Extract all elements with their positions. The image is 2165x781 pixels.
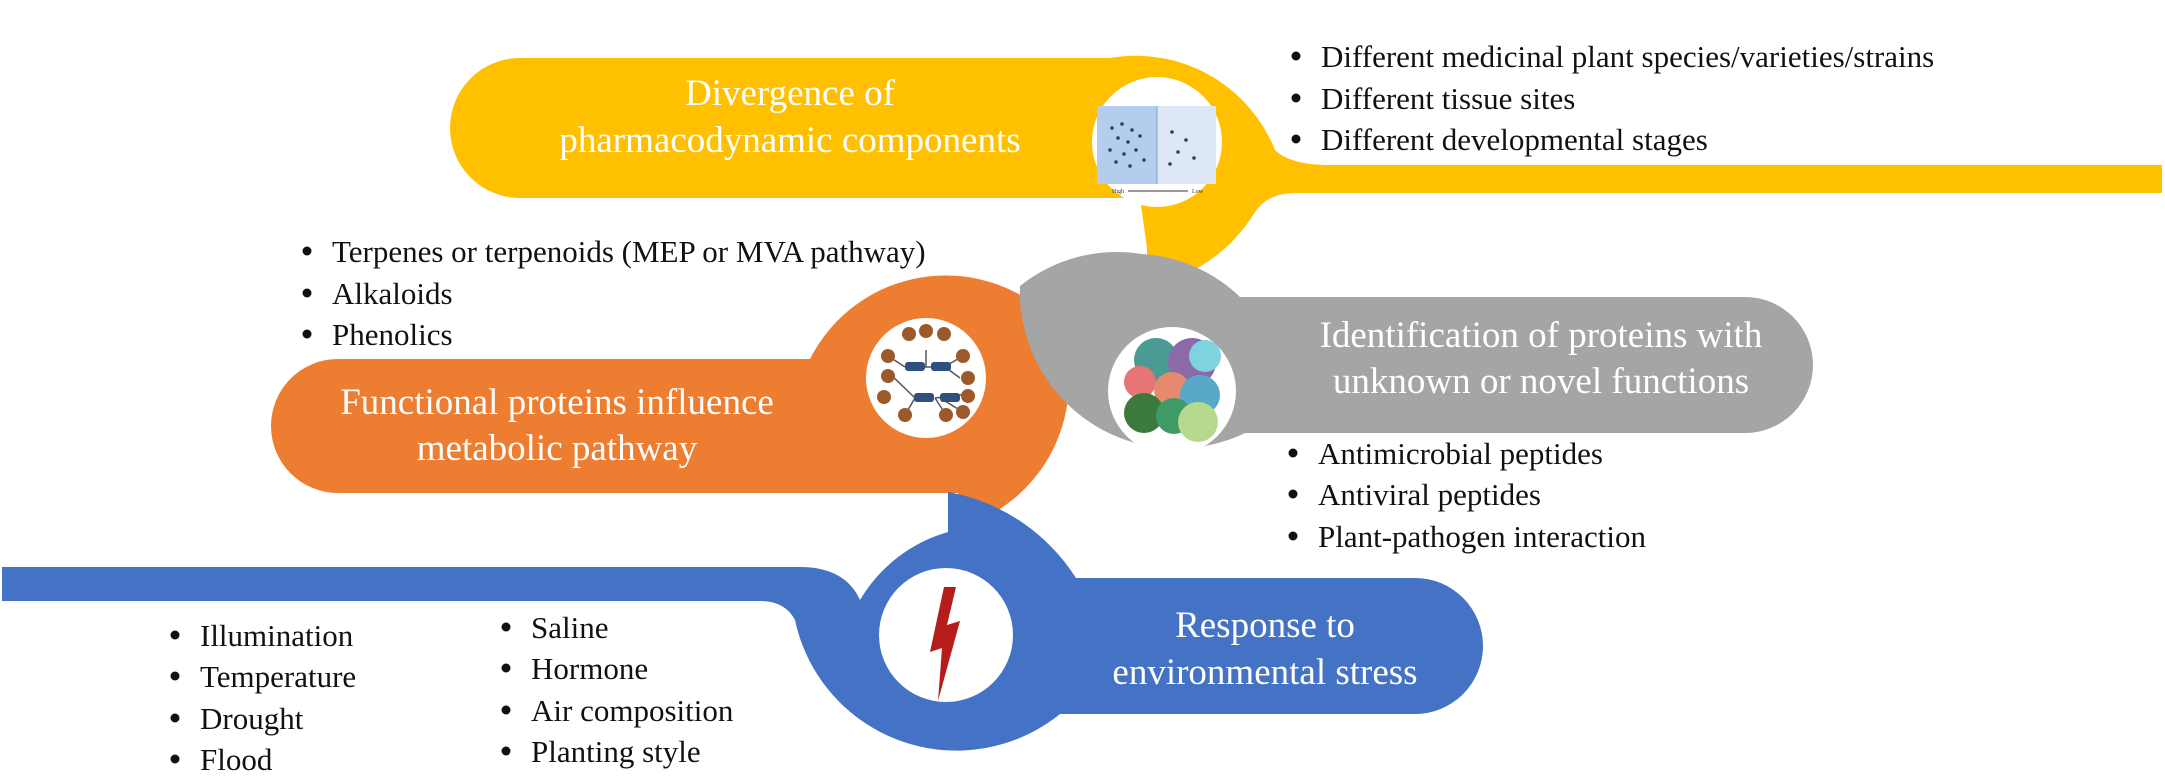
svg-text:Flood: Flood (200, 742, 273, 777)
proteins-title-line2: unknown or novel functions (1333, 361, 1749, 402)
svg-text:Antimicrobial peptides: Antimicrobial peptides (1318, 436, 1603, 471)
divergence-bullets: Different medicinal plant species/variet… (1291, 39, 1934, 157)
bullet-item: Alkaloids (302, 276, 453, 311)
divergence-title-line1: Divergence of (685, 73, 896, 114)
svg-text:Phenolics: Phenolics (332, 317, 453, 352)
metabolic-band (271, 275, 1069, 528)
metabolic-network-icon (866, 318, 986, 438)
bullet-item: Flood (170, 742, 273, 777)
svg-text:Planting style: Planting style (531, 734, 701, 769)
metabolic-bullets: Terpenes or terpenoids (MEP or MVA pathw… (302, 234, 926, 352)
stress-bullets-col2: Saline Hormone Air composition Planting … (501, 610, 734, 769)
bullet-item: Saline (501, 610, 609, 645)
svg-text:Air composition: Air composition (531, 693, 734, 728)
stress-title-line1: Response to (1175, 605, 1355, 646)
stress-title-line2: environmental stress (1112, 652, 1417, 693)
chromatography-plate-icon: High Low (1092, 77, 1222, 207)
stress-bullets-col1: Illumination Temperature Drought Flood (170, 618, 356, 777)
bullet-item: Illumination (170, 618, 354, 653)
proteins-bullets: Antimicrobial peptides Antiviral peptide… (1288, 436, 1646, 554)
svg-text:Plant-pathogen interaction: Plant-pathogen interaction (1318, 519, 1646, 554)
bullet-item: Phenolics (302, 317, 453, 352)
svg-text:Different medicinal plant spec: Different medicinal plant species/variet… (1321, 39, 1934, 74)
bullet-item: Hormone (501, 651, 648, 686)
svg-text:Antiviral peptides: Antiviral peptides (1318, 477, 1541, 512)
bullet-item: Different tissue sites (1291, 81, 1575, 116)
bullet-item: Different medicinal plant species/variet… (1291, 39, 1934, 74)
proteins-title-line1: Identification of proteins with (1320, 315, 1763, 356)
svg-text:Different developmental stages: Different developmental stages (1321, 122, 1708, 157)
stress-section: Response to environmental stress Illumin… (2, 492, 1483, 777)
bullet-item: Different developmental stages (1291, 122, 1708, 157)
svg-text:Temperature: Temperature (200, 659, 356, 694)
divergence-section: Divergence of pharmacodynamic components… (450, 39, 2162, 286)
svg-text:Alkaloids: Alkaloids (332, 276, 453, 311)
bullet-item: Plant-pathogen interaction (1288, 519, 1646, 554)
proteins-section: Identification of proteins with unknown … (1019, 251, 1813, 554)
svg-text:Different tissue sites: Different tissue sites (1321, 81, 1575, 116)
bullet-item: Drought (170, 701, 304, 736)
icon-low-label: Low (1192, 189, 1204, 195)
bullet-item: Temperature (170, 659, 356, 694)
svg-text:Drought: Drought (200, 701, 304, 736)
svg-text:Terpenes or terpenoids (MEP or: Terpenes or terpenoids (MEP or MVA pathw… (332, 234, 926, 269)
stress-band (2, 492, 1483, 751)
svg-text:Illumination: Illumination (200, 618, 354, 653)
bullet-item: Planting style (501, 734, 701, 769)
bullet-item: Antimicrobial peptides (1288, 436, 1603, 471)
metabolic-section: Functional proteins influence metabolic … (271, 234, 1069, 528)
metabolic-title-line1: Functional proteins influence (340, 382, 774, 423)
bullet-item: Air composition (501, 693, 734, 728)
bullet-item: Terpenes or terpenoids (MEP or MVA pathw… (302, 234, 926, 269)
metabolic-title-line2: metabolic pathway (417, 428, 698, 469)
svg-text:Hormone: Hormone (531, 651, 648, 686)
protein-structure-icon (1108, 327, 1236, 455)
lightning-bolt-icon (879, 568, 1013, 702)
divergence-band (450, 55, 2162, 286)
icon-high-label: High (1112, 189, 1124, 195)
svg-text:Saline: Saline (531, 610, 609, 645)
divergence-title-line2: pharmacodynamic components (559, 120, 1020, 161)
bullet-item: Antiviral peptides (1288, 477, 1541, 512)
